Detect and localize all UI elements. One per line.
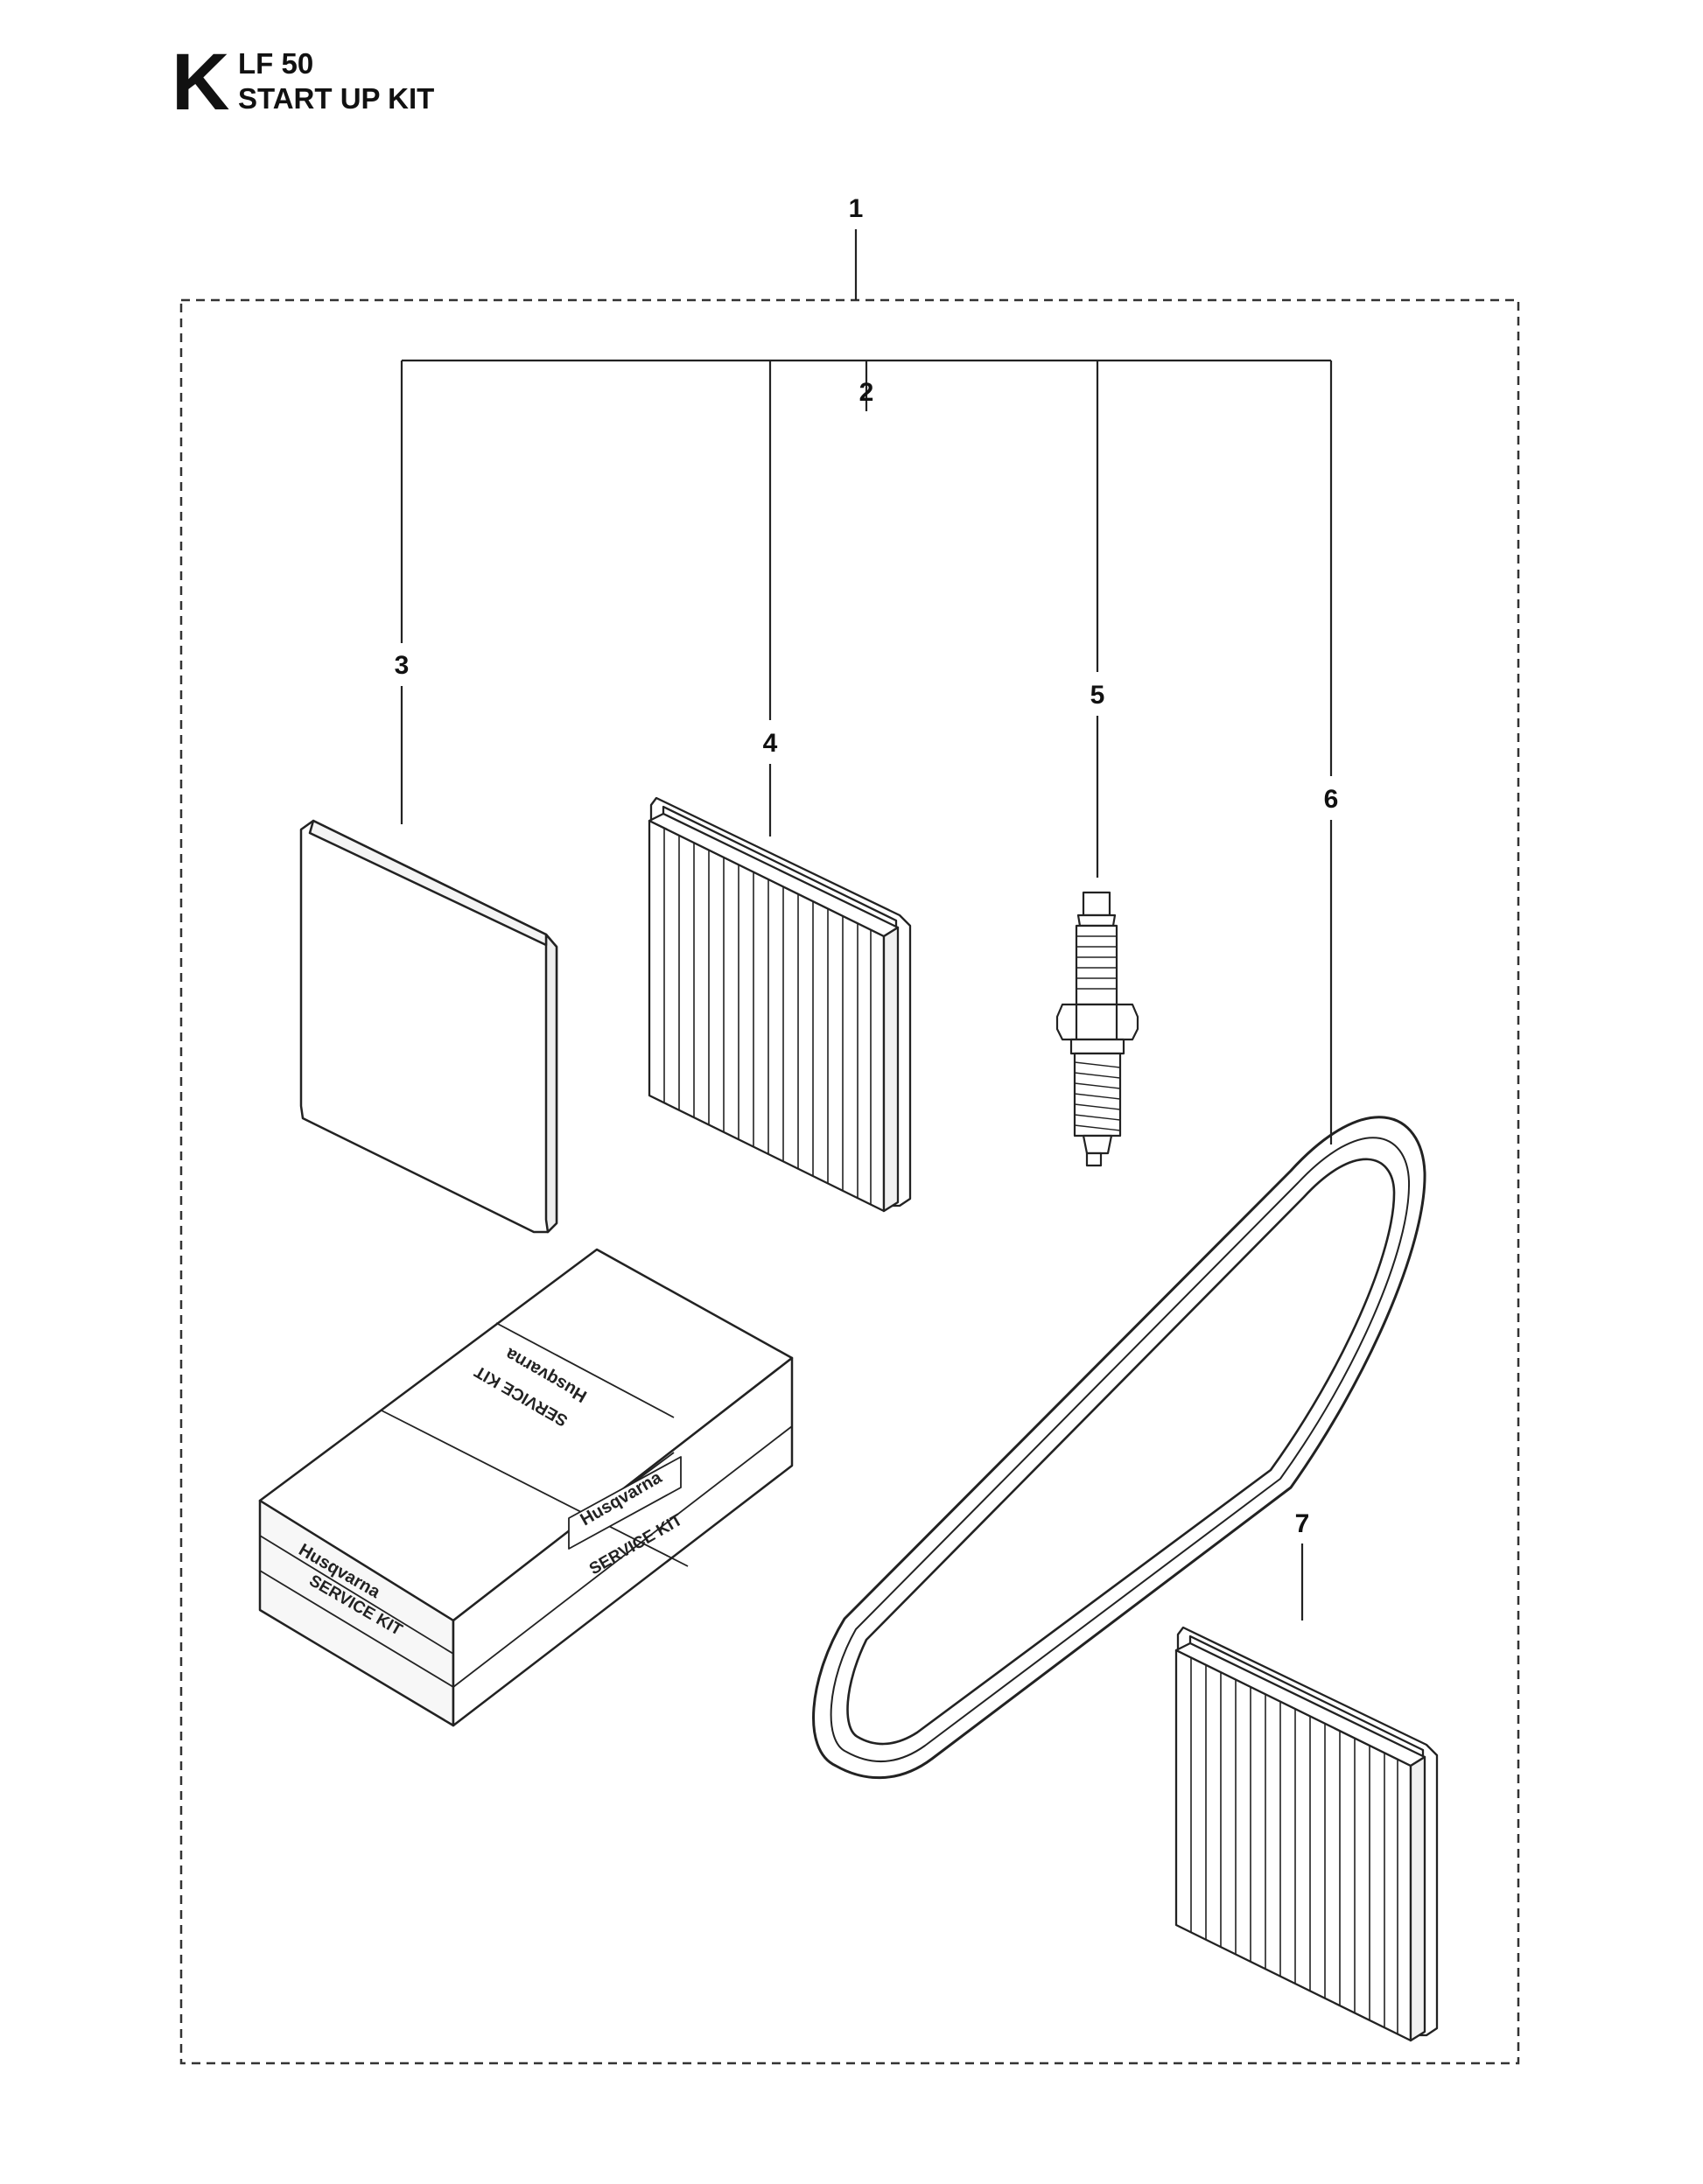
page-title: START UP KIT: [238, 82, 435, 115]
callout-2: 2: [859, 378, 874, 407]
kit-boundary: [179, 298, 1520, 2065]
spark-plug-icon: [1055, 891, 1139, 1167]
model-name: LF 50: [238, 47, 314, 80]
air-filter-icon: [648, 796, 912, 1213]
callout-1: 1: [849, 194, 864, 223]
pre-filter-pad-icon: [299, 819, 558, 1234]
drive-belt-icon: [812, 1116, 1426, 1780]
air-filter-icon: [1174, 1626, 1439, 2042]
leader-lines: [400, 229, 1333, 1620]
callout-5: 5: [1090, 681, 1105, 710]
callout-7: 7: [1295, 1509, 1310, 1538]
section-letter: K: [172, 38, 230, 127]
callout-4: 4: [763, 729, 778, 758]
callout-3: 3: [395, 651, 410, 680]
service-kit-box: [258, 1248, 794, 1727]
callout-6: 6: [1324, 785, 1339, 814]
